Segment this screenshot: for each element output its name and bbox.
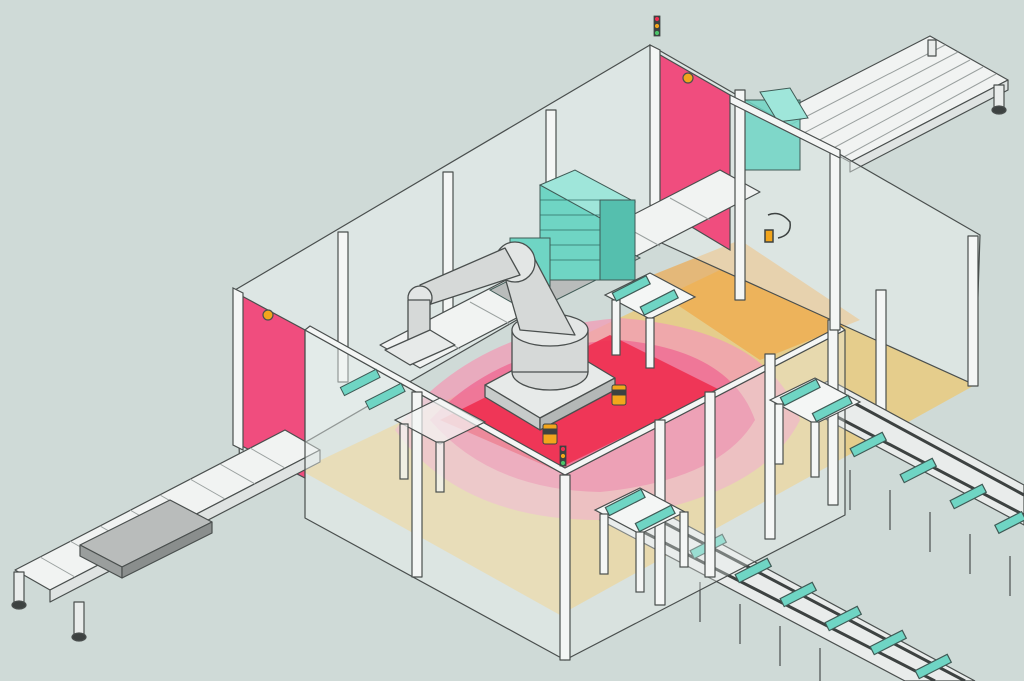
roller-group	[785, 44, 997, 159]
signal-light-tower	[653, 15, 661, 37]
door-lock-icon	[682, 72, 694, 84]
transfer-table	[593, 487, 689, 593]
chain-conveyor-frame	[849, 470, 1011, 596]
industrial-robot-arm	[384, 241, 616, 431]
conveyor-leg	[73, 601, 85, 635]
infeed-roller-conveyor-left	[11, 429, 321, 642]
conveyor-foot	[71, 632, 87, 642]
transfer-table	[603, 272, 697, 369]
door-interlock-handle	[764, 212, 791, 243]
zone-caution-area	[640, 240, 860, 360]
signal-light-tower	[559, 445, 567, 467]
product-stack	[488, 169, 642, 314]
door-lock-icon	[262, 309, 274, 321]
robot-gripper	[384, 329, 456, 366]
conveyor-leg	[927, 39, 937, 57]
conveyor-foot	[11, 600, 27, 610]
rear-outfeed-roller-conveyor	[769, 35, 1009, 173]
chain-conveyor-front	[598, 499, 976, 681]
safety-laser-scanner	[611, 384, 627, 406]
safety-zones	[300, 240, 975, 615]
product-at-infeed	[339, 368, 406, 411]
transfer-table	[393, 397, 487, 493]
conveyor-leg	[993, 84, 1005, 108]
transfer-table	[768, 377, 862, 478]
safety-laser-scanner	[542, 423, 558, 445]
conveyor-leg	[13, 571, 25, 603]
conveyor-foot	[991, 105, 1007, 115]
